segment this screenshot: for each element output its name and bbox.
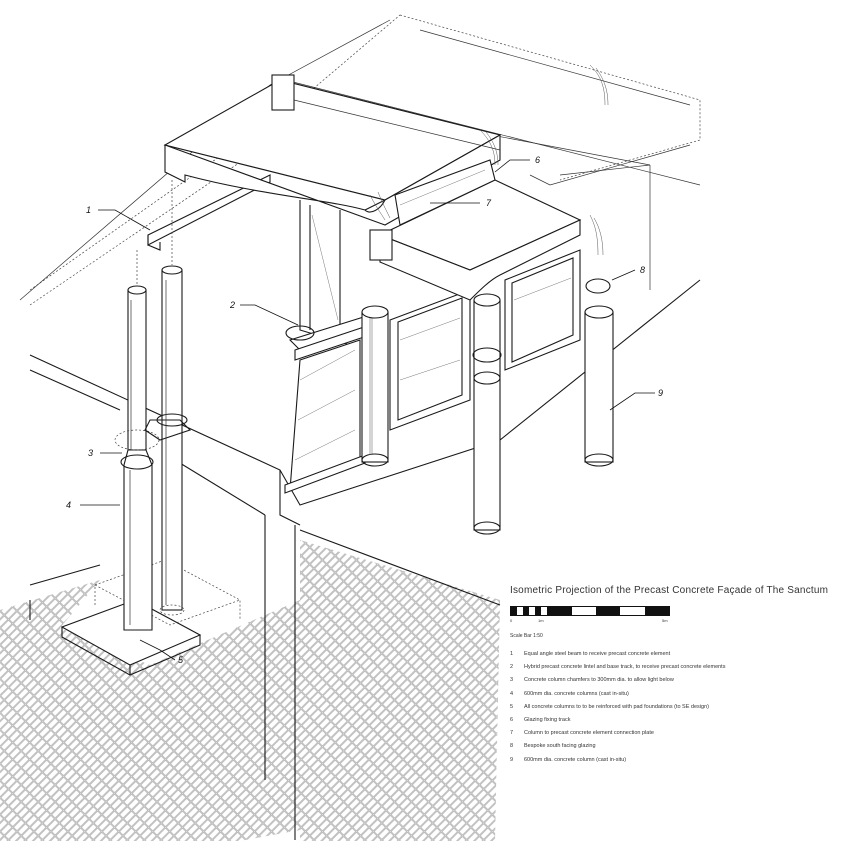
callout-9: 9 [658,388,663,398]
note-number: 6 [510,716,514,723]
note-text: 600mm dia. concrete column (cast in-situ… [524,756,627,763]
note-number: 5 [510,703,514,710]
scale-tick: 5m [662,618,668,623]
column-rear [144,265,192,616]
note-item: 9 600mm dia. concrete column (cast in-sit… [510,757,830,770]
note-item: 3 Concrete column chamfers to 300mm dia. … [510,677,830,690]
note-item: 4 600mm dia. concrete columns (cast in-si… [510,691,830,704]
note-text: Hybrid precast concrete lintel and base … [524,664,726,671]
callout-4: 4 [66,500,71,510]
note-text: Bespoke south facing glazing [524,743,596,750]
note-item: 2 Hybrid precast concrete lintel and base… [510,664,830,677]
ground-paving [0,540,500,841]
note-text: Column to precast concrete element conne… [524,730,654,737]
upper-wall-context [19,14,701,306]
column-9 [584,278,614,467]
note-number: 3 [510,677,514,684]
note-text: Equal angle steel beam to receive precas… [524,651,671,657]
callout-7: 7 [486,198,492,208]
callout-6: 6 [535,155,540,165]
note-number: 4 [510,690,514,697]
note-item: 8 Bespoke south facing glazing [510,743,830,756]
column-4 [114,285,160,631]
note-item: 7 Column to precast concrete element conn… [510,730,830,743]
callout-3: 3 [88,448,93,458]
drawing-title: Isometric Projection of the Precast Conc… [510,585,829,596]
steel-angle-beam [136,174,271,285]
note-text: All concrete columns to to be reinforced… [524,703,709,710]
glazing-front [284,339,366,494]
scale-tick: 1m [538,618,544,623]
ground-slab [29,279,701,840]
scale-tick: 0 [510,618,513,623]
callout-8: 8 [640,265,645,275]
leader-lines [80,159,655,661]
note-item: 6 Glazing fixing track [510,717,830,730]
note-number: 8 [510,743,514,750]
callout-labels: 1 2 3 4 5 6 7 8 9 [66,155,663,665]
note-number: 2 [510,664,514,671]
note-number: 7 [510,730,514,737]
window-centre [389,249,581,431]
callout-1: 1 [86,205,91,215]
pad-foundation [60,559,241,676]
precast-canopy-right [369,64,609,301]
scale-ticks: 0 1m 5m [510,618,670,626]
note-item: 1 Equal angle steel beam to receive preca… [510,651,830,664]
column-centre-right [472,293,502,535]
scale-bar-group: 0 1m 5m [510,606,670,632]
note-item: 5 All concrete columns to to be reinforce… [510,704,830,717]
note-text: Glazing fixing track [524,716,571,723]
legend: Isometric Projection of the Precast Conc… [510,585,830,770]
notes-list: 1 Equal angle steel beam to receive preca… [510,651,830,770]
callout-5: 5 [178,655,184,665]
column-centre-left [361,305,389,467]
note-text: 600mm dia. concrete columns (cast in-sit… [524,690,629,697]
callout-2: 2 [229,300,235,310]
scale-label: Scale Bar 1:50 [510,633,543,639]
note-number: 9 [510,756,514,763]
note-text: Concrete column chamfers to 300mm dia. t… [524,677,674,684]
scale-bar [510,606,670,616]
note-number: 1 [510,651,514,657]
